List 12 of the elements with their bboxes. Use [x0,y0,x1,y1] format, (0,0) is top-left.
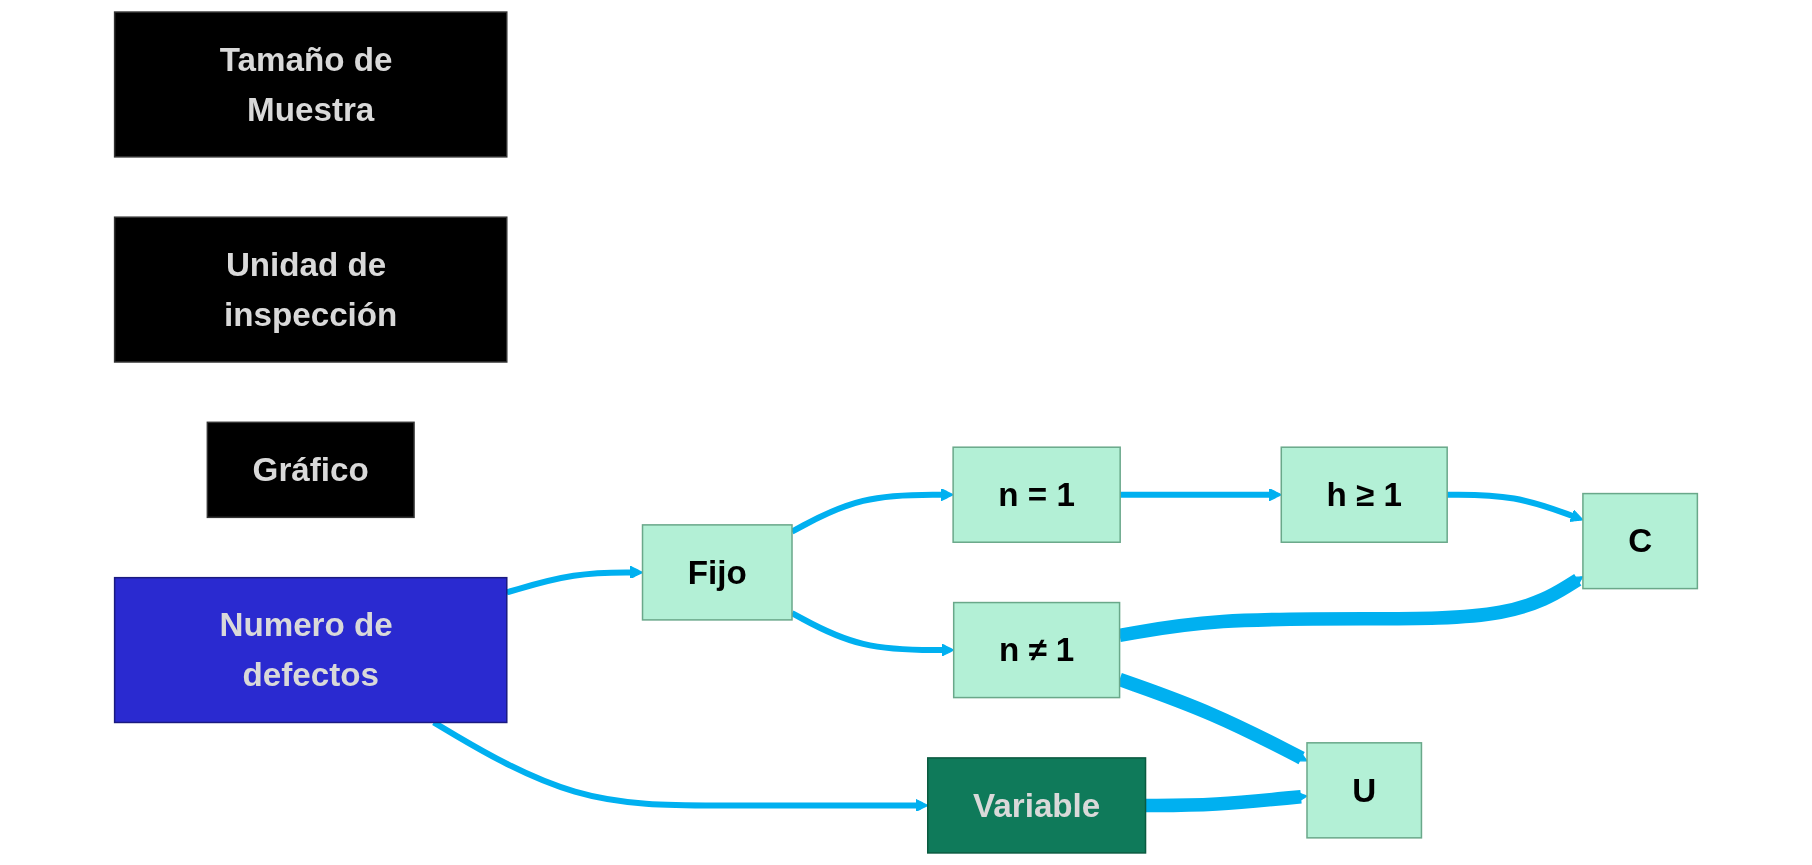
node-box: Tamaño de Muestra [113,11,508,158]
node-box: n ≠ 1 [952,601,1121,699]
node-box: h ≥ 1 [1280,446,1448,543]
node-box: Unidad de inspección [113,216,508,363]
node-box: n = 1 [952,446,1121,543]
arrow [1120,488,1282,502]
node-box: Fijo [641,524,793,621]
node-box: Gráfico [206,421,415,519]
node-box: C [1582,492,1699,590]
node-box: U [1306,742,1423,839]
node-box: Numero de defectos [113,576,508,724]
node-box: Variable [927,757,1147,854]
